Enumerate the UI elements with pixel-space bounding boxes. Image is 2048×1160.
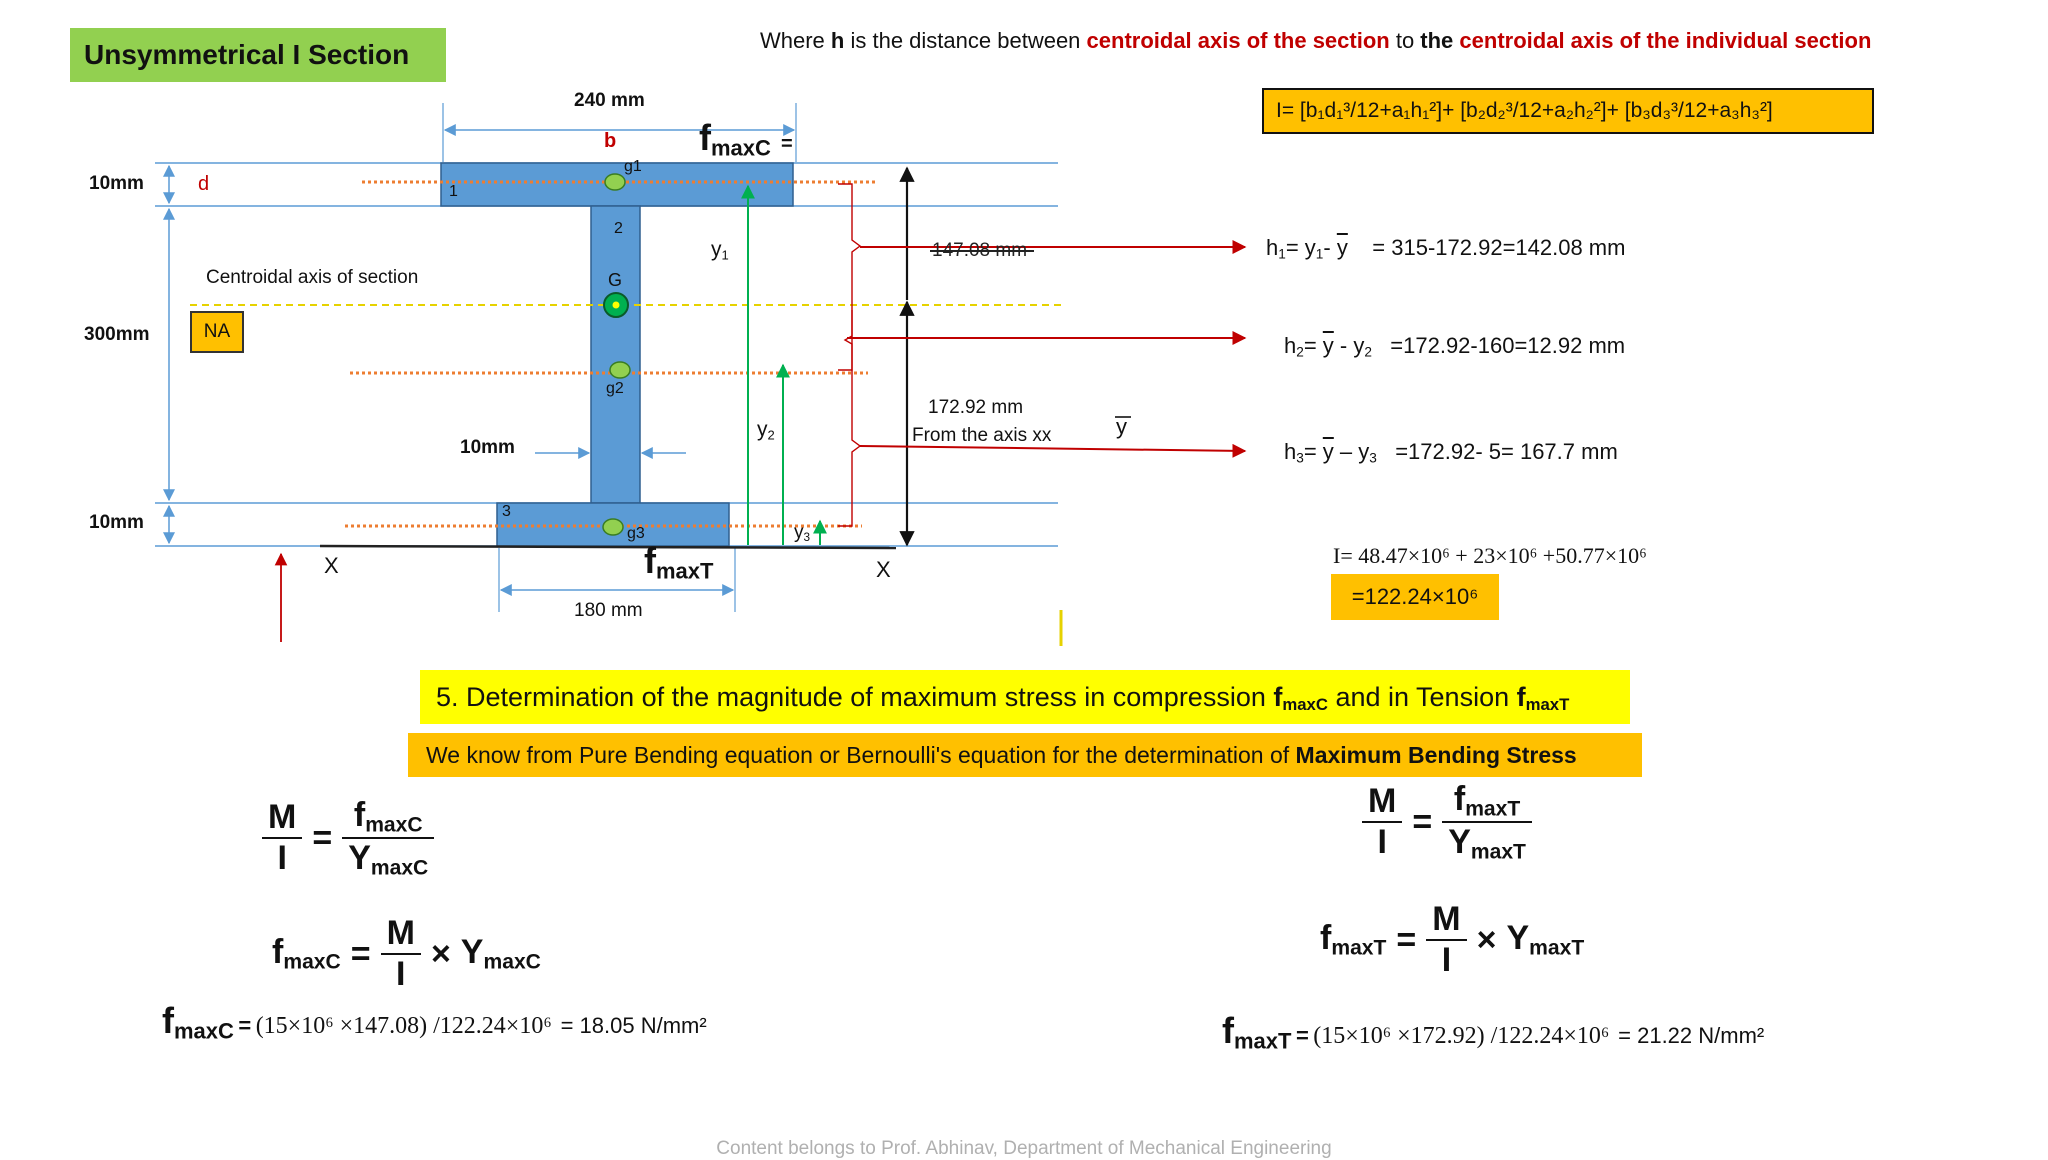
h3-equation: h3= y – y3 =172.92- 5= 167.7 mm [1284,439,1618,466]
y2-label: y2 [757,418,775,443]
top-flange-thickness-label: 10mm [89,173,144,194]
slide-title: Unsymmetrical I Section [70,28,446,82]
fmaxt-calculation: fmaxT = (15×10⁶ ×172.92) /122.24×10⁶ = 2… [1222,1010,1765,1054]
dist-bottom-label: 172.92 mm [928,397,1024,418]
y1-label: y1 [711,238,729,263]
bottom-width-label: 180 mm [574,600,643,621]
g3-label: g3 [627,525,645,542]
top-width-label: 240 mm [574,90,645,111]
h3-arrow [859,443,1247,458]
web [590,205,641,504]
moment-sum: I= 48.47×10⁶ + 23×10⁶ +50.77×10⁶ [1333,543,1647,568]
section-5-heading: 5. Determination of the magnitude of max… [420,670,1630,724]
bottom-flange-thickness-label: 10mm [89,512,144,533]
xx-axis [319,544,897,550]
na-badge: NA [190,311,244,353]
brace-h2 [838,302,853,371]
h1-equation: h1= y1- y = 315-172.92=142.08 mm [1266,235,1626,262]
b-label: b [604,130,617,152]
g2-label: g2 [606,380,624,397]
x-left-label: X [324,553,339,578]
d-label: d [198,173,210,195]
web-thickness-label: 10mm [460,437,515,458]
part-3-label: 3 [502,503,511,520]
centroid-caption: Centroidal axis of section [206,267,419,288]
web-height-label: 300mm [84,324,150,345]
brace-h1 [838,183,862,302]
g-label: G [608,270,623,290]
g1-label: g1 [624,158,642,175]
g2-point [609,361,631,379]
fmaxt-bottom-label: fmaxT [644,540,714,584]
brace-h3 [838,310,862,527]
bottom-flange [496,502,730,547]
footer-credit: Content belongs to Prof. Abhinav, Depart… [716,1138,1332,1159]
ybar-label: y [1116,414,1127,439]
part-1-label: 1 [449,183,458,200]
section-5-subheading: We know from Pure Bending equation or Be… [408,733,1642,777]
h-definition-note: Where h is the distance between centroid… [760,28,1872,53]
g3-point [602,518,624,536]
moment-total: =122.24×10⁶ [1331,574,1499,620]
part-2-label: 2 [614,220,623,237]
y3-label: y3 [794,522,811,544]
g1-point [604,173,626,191]
from-axis-label: From the axis xx [912,425,1052,446]
h2-equation: h2= y - y2 =172.92-160=12.92 mm [1284,333,1626,360]
x-right-label: X [876,557,891,582]
dist-top-strike [930,250,1034,252]
moment-of-inertia-formula: I= [b₁d₁³/12+a₁h₁²]+ [b₂d₂³/12+a₂h₂²]+ [… [1262,88,1874,134]
fmaxc-calculation: fmaxC = (15×10⁶ ×147.08) /122.24×10⁶ = 1… [162,1000,707,1044]
fmaxc-top-label: fmaxC = [699,117,793,161]
